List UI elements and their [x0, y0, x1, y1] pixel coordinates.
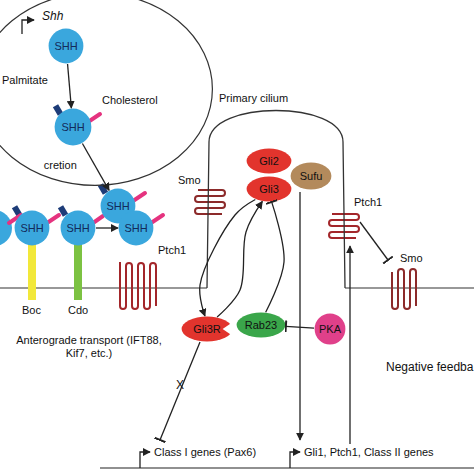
- arrow-connector: [217, 201, 262, 317]
- cilium-outline: [207, 111, 345, 289]
- node-outline: [55, 109, 92, 146]
- gene-promoter-arrow: [22, 20, 34, 34]
- node-outline: [119, 211, 154, 246]
- inhibition-line: [160, 342, 200, 440]
- arrow-connector: [82, 144, 109, 191]
- inhibition-connector: [286, 326, 314, 328]
- gli3-repressor: Gli3R: [181, 316, 233, 342]
- node-outline: [247, 177, 292, 202]
- ptch1-receptor: [120, 262, 156, 309]
- node-label: Cholesterol: [102, 94, 158, 106]
- node-label: Palmitate: [2, 74, 48, 86]
- inhibition-connector: [266, 202, 284, 312]
- receptor-label: Smo: [178, 174, 201, 187]
- receptor-label: Ptch1: [158, 244, 186, 257]
- feedback-line: [349, 246, 350, 444]
- truncation-notch: [223, 321, 234, 337]
- node-label: Gli2: [259, 155, 279, 167]
- cholesterol-tab: [93, 216, 103, 223]
- node-label: Shh: [42, 10, 63, 23]
- inhibition-line: [360, 222, 388, 260]
- smo-receptor: [392, 269, 416, 309]
- node-label: SHH: [54, 40, 77, 52]
- edge-label: cretion: [44, 159, 77, 172]
- partial-ligand: [0, 210, 12, 246]
- feedback-note: Negative feedba: [386, 360, 473, 374]
- cholesterol-tab: [47, 215, 59, 223]
- shh-ligand: SHH: [60, 210, 96, 246]
- rab23-protein: Rab23: [236, 312, 286, 338]
- gene-promoter-arrow: [290, 452, 300, 468]
- gene-label: Gli1, Ptch1, Class II genes: [304, 446, 434, 459]
- node-outline: [49, 29, 84, 64]
- node-label: SHH: [20, 222, 43, 234]
- node-label: Gli3: [259, 183, 279, 195]
- connector-group: [68, 64, 314, 328]
- receptor-label: Cdo: [68, 304, 88, 317]
- node-outline: [237, 313, 286, 338]
- node-label: Sufu: [300, 170, 323, 182]
- dna-strand: [100, 467, 474, 468]
- node-label: Primary cilium: [219, 92, 288, 104]
- sufu-protein: Sufu: [290, 162, 332, 190]
- receptor-label: Smo: [400, 252, 423, 265]
- node-outline: [61, 211, 96, 246]
- node-outline: [247, 149, 292, 174]
- gli-protein: Gli2: [246, 148, 292, 174]
- gli-protein: Gli3: [246, 176, 292, 202]
- boc-receptor: [28, 244, 36, 300]
- gene-promoter-arrow: [140, 452, 150, 468]
- node-outline: [15, 211, 50, 246]
- node-label: Rab23: [245, 319, 277, 331]
- shh-ligand: SHH: [118, 210, 154, 246]
- node-label: SHH: [106, 200, 129, 212]
- node-outline: [315, 314, 346, 345]
- node-label: SHH: [61, 121, 84, 133]
- arrow-connector: [68, 64, 72, 108]
- shh-ligand: SHH: [48, 28, 84, 64]
- activation-line: [299, 192, 300, 440]
- blocked-mark: X: [176, 378, 184, 392]
- node-outline: [291, 163, 332, 190]
- node-label: Gli3R: [193, 323, 221, 335]
- pka-kinase: PKA: [314, 313, 346, 345]
- node-outline: [0, 0, 212, 185]
- node-label: PKA: [319, 323, 341, 335]
- node-label: SHH: [66, 222, 89, 234]
- cholesterol-tab: [151, 215, 163, 223]
- shh-ligand: SHH: [14, 210, 50, 246]
- transport-note: Anterograde transport (IFT88, Kif7, etc.…: [14, 334, 164, 360]
- receptor-label: Ptch1: [354, 196, 382, 209]
- node-shape: [0, 0, 213, 186]
- arrow-connector: [96, 227, 118, 228]
- smo-receptor: [195, 190, 225, 214]
- cholesterol-tab: [133, 193, 145, 201]
- receptor-label: Boc: [22, 304, 41, 317]
- cdo-receptor: [74, 244, 82, 300]
- producing-cell: ShhPalmitateCholesterolSHHSHH: [0, 0, 213, 186]
- node-label: SHH: [124, 222, 147, 234]
- gene-label: Class I genes (Pax6): [154, 446, 256, 459]
- primary-cilium: Primary ciliumGli2Gli3 Sufu: [205, 92, 347, 288]
- shh-ligand: SHH: [54, 108, 92, 146]
